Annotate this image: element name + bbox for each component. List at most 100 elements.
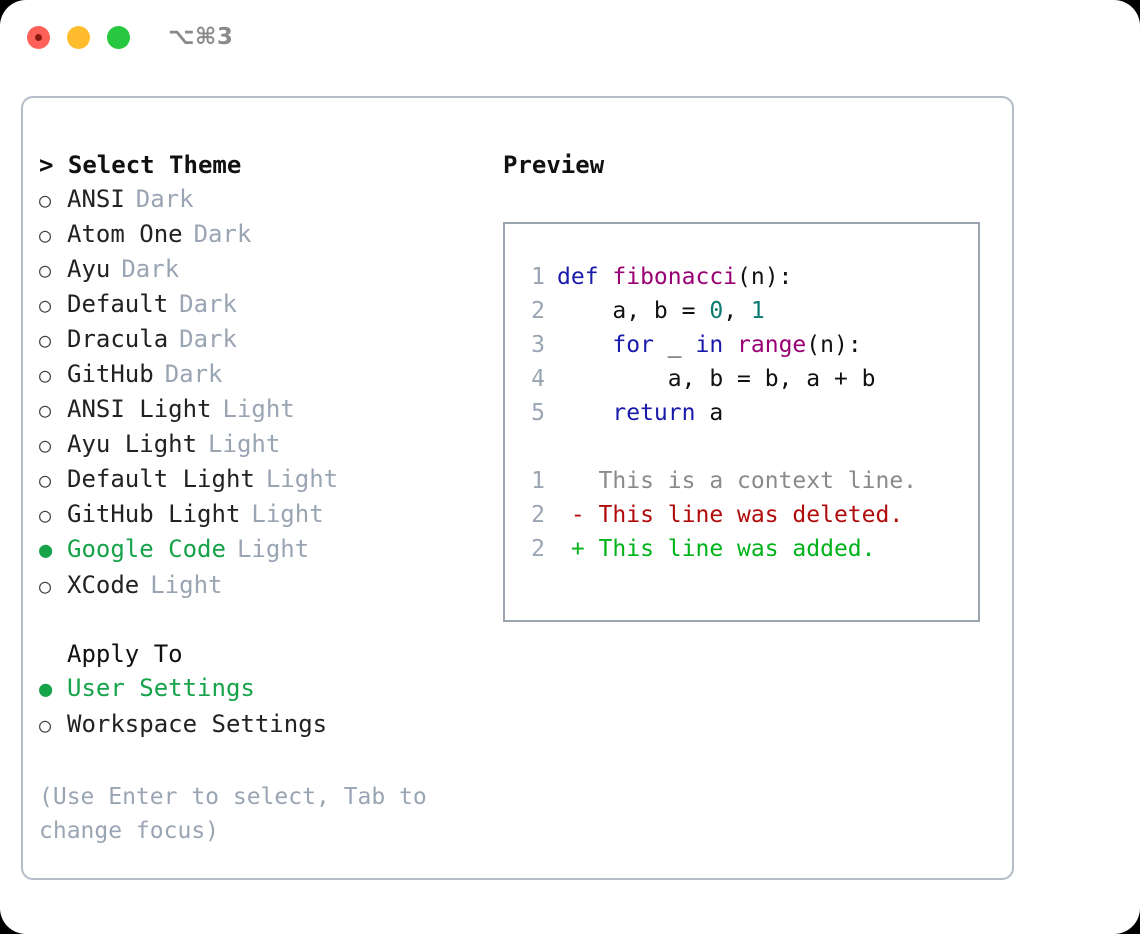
token-add: + This line was added. (557, 536, 876, 562)
close-button[interactable] (27, 26, 50, 49)
token-kw: def (557, 264, 613, 290)
token-pln: (n): (806, 332, 862, 358)
radio-unselected-icon: ○ (39, 363, 52, 387)
maximize-button[interactable] (107, 26, 130, 49)
theme-variant-badge: Dark (135, 185, 194, 213)
apply-to-heading: Apply To (67, 640, 183, 668)
radio-unselected-icon: ○ (39, 503, 52, 527)
code-line: 5 return a (505, 396, 978, 430)
theme-variant-badge: Light (236, 535, 310, 563)
theme-variant-badge: Dark (179, 325, 237, 353)
code-text: return a (557, 396, 723, 430)
theme-option-label: Ayu Light (67, 430, 198, 458)
theme-option-github[interactable]: ○ GitHub Dark (39, 357, 489, 392)
column-spacer (39, 603, 489, 637)
radio-unselected-icon: ○ (39, 223, 52, 247)
theme-option-label: Ayu (67, 255, 111, 283)
line-number: 5 (531, 400, 545, 426)
code-line: 3 for _ in range(n): (505, 328, 978, 362)
title-bar: ⌥⌘3 (0, 0, 1140, 78)
radio-unselected-icon: ○ (39, 433, 52, 457)
line-number: 4 (531, 366, 545, 392)
theme-variant-badge: Light (208, 430, 281, 458)
radio-unselected-icon: ○ (39, 188, 52, 212)
line-number: 2 (531, 502, 545, 528)
token-pln (723, 332, 737, 358)
theme-option-ansi[interactable]: ○ ANSI Dark (39, 182, 489, 217)
preview-heading: Preview (503, 151, 605, 179)
code-diff-separator (505, 430, 978, 464)
line-number: 1 (531, 468, 545, 494)
radio-selected-icon: ● (39, 538, 53, 563)
keyboard-hint-text: (Use Enter to select, Tab to change focu… (39, 784, 441, 844)
apply-option-workspace-settings[interactable]: ○Workspace Settings (39, 707, 489, 742)
radio-unselected-icon: ○ (39, 468, 52, 492)
theme-option-label: ANSI Light (67, 395, 212, 423)
theme-variant-badge: Dark (121, 255, 180, 283)
code-text: def fibonacci(n): (557, 260, 792, 294)
code-line: 1 def fibonacci(n): (505, 260, 978, 294)
code-line: 2 a, b = 0, 1 (505, 294, 978, 328)
diff-sample-block: 1 This is a context line. 2 - This line w… (505, 464, 978, 566)
theme-variant-badge: Light (222, 395, 295, 423)
radio-unselected-icon: ○ (39, 328, 52, 352)
token-kw: for (612, 332, 654, 358)
code-text: for _ in range(n): (557, 328, 862, 362)
radio-unselected-icon: ○ (39, 398, 52, 422)
token-pln: , (723, 298, 751, 324)
token-fn: range (737, 332, 807, 358)
code-text: + This line was added. (557, 532, 876, 566)
theme-variant-badge: Dark (164, 360, 223, 388)
theme-option-ansi-light[interactable]: ○ ANSI Light Light (39, 392, 489, 427)
radio-unselected-icon: ○ (39, 574, 52, 598)
token-pln (557, 332, 612, 358)
theme-variant-badge: Light (265, 465, 339, 493)
theme-option-label: GitHub (67, 360, 154, 388)
token-kw: return (612, 400, 696, 426)
theme-option-ayu-light[interactable]: ○ Ayu Light Light (39, 427, 489, 462)
apply-option-label: User Settings (67, 674, 255, 702)
select-theme-heading: > Select Theme (39, 151, 242, 179)
apply-option-user-settings[interactable]: ● User Settings (39, 671, 489, 707)
token-pln (557, 400, 612, 426)
radio-selected-icon: ● (39, 677, 53, 702)
theme-option-label: GitHub Light (67, 500, 241, 528)
line-number: 2 (531, 298, 545, 324)
theme-option-ayu[interactable]: ○ Ayu Dark (39, 252, 489, 287)
code-text: a, b = b, a + b (557, 362, 876, 396)
token-pln: a, b = b, a + b (557, 366, 876, 392)
diff-line: 2 + This line was added. (505, 532, 978, 566)
theme-option-github-light[interactable]: ○ GitHub Light Light (39, 497, 489, 532)
line-number: 2 (531, 536, 545, 562)
theme-variant-badge: Dark (179, 290, 237, 318)
apply-option-label: Workspace Settings (67, 710, 328, 738)
theme-variant-badge: Light (251, 500, 324, 528)
radio-unselected-icon: ○ (39, 293, 52, 317)
token-pln: _ (653, 332, 696, 358)
token-pln: a, b = (557, 298, 710, 324)
code-text: This is a context line. (557, 464, 918, 498)
theme-option-label: Default (67, 290, 169, 318)
code-text: - This line was deleted. (557, 498, 903, 532)
theme-variant-badge: Dark (193, 220, 252, 248)
token-pln: a (695, 400, 724, 426)
token-num: 0 (709, 298, 724, 324)
theme-option-default[interactable]: ○ Default Dark (39, 287, 489, 322)
minimize-button[interactable] (67, 26, 90, 49)
line-number: 1 (531, 264, 545, 290)
apply-to-option-list[interactable]: ● User Settings ○Workspace Settings (39, 671, 489, 742)
theme-option-label: ANSI (67, 185, 125, 213)
token-fn: fibonacci (612, 264, 738, 290)
code-line: 4 a, b = b, a + b (505, 362, 978, 396)
radio-unselected-icon: ○ (39, 258, 52, 282)
